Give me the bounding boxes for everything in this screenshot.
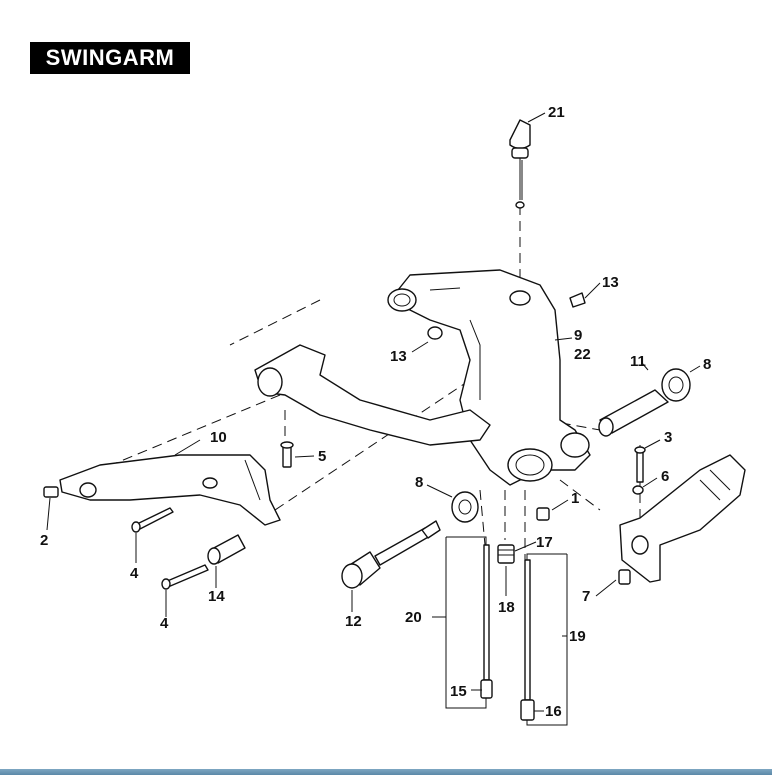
callout-6: 6 <box>661 468 669 485</box>
callout-19: 19 <box>569 628 586 645</box>
part-18-fitting <box>497 544 515 564</box>
part-3-bolt <box>634 446 646 483</box>
part-10-swingarm-arm <box>59 454 281 526</box>
part-12-pivot-shaft <box>341 520 441 589</box>
leader-lines <box>46 112 701 726</box>
callout-7: 7 <box>582 588 590 605</box>
part-9-swingarm-body <box>387 269 591 486</box>
callout-16: 16 <box>545 703 562 720</box>
part-4-bolt-upper <box>131 507 174 533</box>
part-2-bushing <box>43 486 59 498</box>
callout-11: 11 <box>630 353 646 370</box>
part-7-nut <box>618 569 631 585</box>
callout-13-right: 13 <box>602 274 619 291</box>
part-5-bolt <box>280 441 294 468</box>
bottom-border-bar <box>0 769 772 775</box>
rear-bracket <box>619 454 746 583</box>
callout-5: 5 <box>318 448 326 465</box>
part-14-sleeve <box>207 534 246 565</box>
callout-14: 14 <box>208 588 225 605</box>
callout-13-left: 13 <box>390 348 407 365</box>
callout-labels: 21 13 9 22 13 11 8 10 5 3 6 8 1 2 17 4 1… <box>40 104 711 720</box>
callout-2: 2 <box>40 532 48 549</box>
part-11-spacer-tube <box>598 389 669 437</box>
callout-4-upper: 4 <box>130 565 139 582</box>
part-19-rod-assembly <box>520 559 535 721</box>
callout-21: 21 <box>548 104 565 121</box>
part-13-plug-right <box>569 292 586 308</box>
part-21-cap <box>509 119 531 209</box>
callout-3: 3 <box>664 429 672 446</box>
callout-9: 9 <box>574 327 582 344</box>
callout-10: 10 <box>210 429 227 446</box>
callout-20: 20 <box>405 609 422 626</box>
part-8-bearing-right <box>661 368 691 402</box>
part-6-washer <box>632 485 644 495</box>
part-8-bearing-left <box>451 491 479 523</box>
callout-17: 17 <box>536 534 553 551</box>
callout-22: 22 <box>574 346 591 363</box>
callout-1: 1 <box>571 490 579 507</box>
part-13-plug-left <box>427 326 443 340</box>
diagram-title: SWINGARM <box>30 42 190 74</box>
callout-18: 18 <box>498 599 515 616</box>
callout-8-left: 8 <box>415 474 423 491</box>
callout-12: 12 <box>345 613 362 630</box>
callout-15: 15 <box>450 683 467 700</box>
callout-8-right: 8 <box>703 356 711 373</box>
callout-4-lower: 4 <box>160 615 169 632</box>
part-4-bolt-lower <box>161 564 209 590</box>
part-20-rod-assembly <box>480 544 493 699</box>
part-1-nut <box>536 507 550 521</box>
swingarm-crossmember <box>254 344 491 446</box>
